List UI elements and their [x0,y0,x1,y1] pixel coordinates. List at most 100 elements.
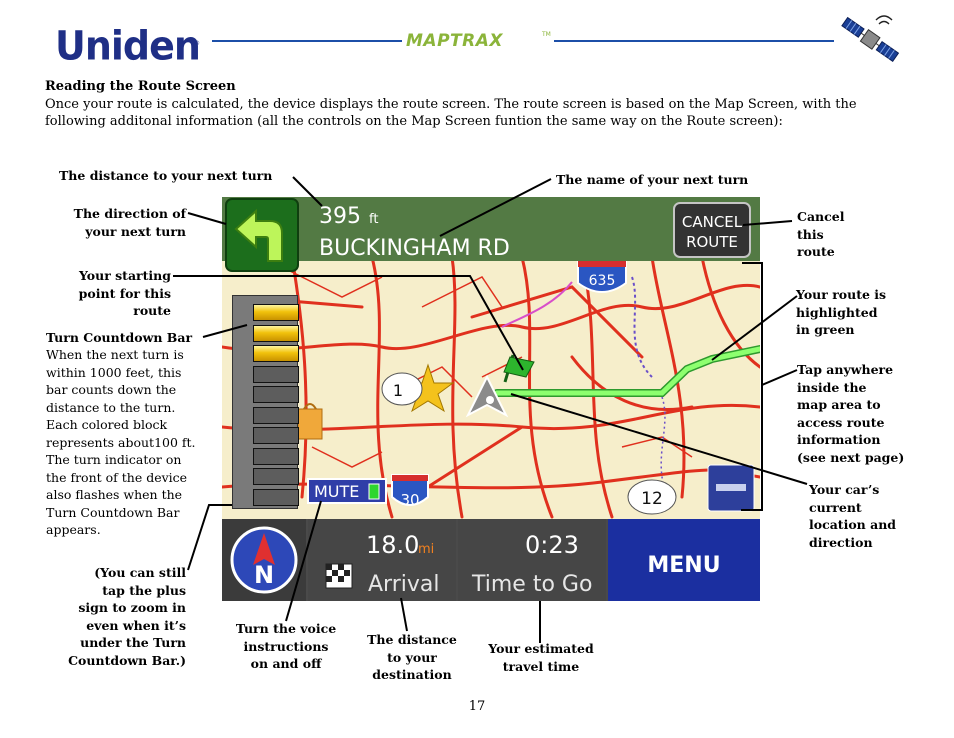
callout-tap-map: Tap anywhere inside the map area to acce… [797,361,904,466]
turn-left-arrow-icon [234,208,283,262]
tap-map-line: (see next page) [797,449,905,465]
svg-text:Time to Go: Time to Go [471,572,592,597]
callout-countdown-body: When the next turn is within 1000 feet, … [46,346,196,539]
countdown-body-line: The turn indicator on [46,452,182,467]
countdown-block [253,447,299,465]
shopping-bag-icon [297,403,323,440]
callout-plus-sign: (You can still tap the plus sign to zoom… [40,564,186,669]
callout-start-line: route [133,303,171,318]
countdown-block [253,488,299,506]
svg-text:MUTE: MUTE [314,482,359,501]
header-rule-left [212,40,402,42]
callout-cancel-line: route [797,244,835,259]
callout-direction-line: your next turn [85,223,186,239]
callout-distance-next-turn: The distance to your next turn [59,168,273,183]
countdown-body-line: the front of the device [46,469,188,485]
menu-button[interactable]: MENU [608,519,760,601]
voice-line: instructions [243,638,329,654]
callout-route-line: in green [796,322,855,337]
countdown-body-line: within 1000 feet, this [46,364,182,380]
dest-distance-line: destination [372,667,452,682]
car-position-icon [465,374,509,418]
svg-text:0:23: 0:23 [525,531,579,559]
plus-sign-line: even when it’s [86,617,186,633]
svg-text:N: N [254,561,274,589]
satellite-icon [841,15,900,62]
svg-text:1: 1 [393,381,403,400]
time-to-go-panel: 0:23 Time to Go [458,519,606,601]
countdown-block [253,406,299,424]
countdown-block [253,386,299,403]
mute-button[interactable]: MUTE [307,478,387,504]
dest-distance-line: to your [387,649,437,665]
callout-name-next-turn: The name of your next turn [556,172,749,187]
uniden-logo: Uniden [55,22,201,70]
plus-sign-line: tap the plus [102,582,186,598]
tap-map-line: Tap anywhere [797,362,894,377]
car-location-line: Your car’s [809,482,880,497]
plus-sign-line: sign to zoom in [78,600,186,615]
tap-map-line: information [797,432,881,447]
countdown-body-line: When the next turn is [46,347,184,362]
turn-countdown-bar[interactable] [232,295,299,509]
countdown-block [253,304,299,321]
callout-route-line: Your route is [796,287,887,302]
compass-button[interactable]: N [222,519,306,601]
road-shield-635: 635 [577,260,627,293]
countdown-body-line: represents about100 ft. [46,434,196,450]
svg-text:mi: mi [418,542,434,557]
callout-cancel-line: this [797,226,824,242]
countdown-block [253,427,299,444]
road-shield-12: 12 [627,479,677,515]
distance-next-turn-value: 395 [319,204,361,229]
countdown-body-line: distance to the turn. [46,399,176,415]
callout-start-line: point for this [78,285,171,301]
callout-starting-point: Your starting point for this route [40,267,171,320]
countdown-body-line: appears. [46,522,101,537]
zoom-out-button[interactable] [707,464,755,512]
svg-text:30: 30 [400,491,419,509]
voice-line: Turn the voice [235,621,337,636]
callout-destination-distance: The distance to your destination [356,631,468,684]
callout-voice: Turn the voice instructions on and off [226,620,346,673]
svg-text:12: 12 [641,489,663,509]
countdown-body-line: Each colored block [46,417,168,432]
plus-sign-line: Countdown Bar.) [68,652,186,668]
checkered-flag-icon [325,563,353,589]
car-location-line: direction [809,534,873,550]
countdown-block [253,365,299,383]
section-title: Reading the Route Screen [45,79,236,94]
callout-travel-time: Your estimated travel time [476,640,606,675]
distance-next-turn-unit: ft [369,212,378,227]
destination-distance-panel: 18.0 mi Arrival [308,519,456,601]
registered-mark: ® [194,40,200,47]
car-location-line: location and [809,517,897,532]
callout-cancel: Cancel this route [797,208,844,261]
svg-text:Arrival: Arrival [368,572,439,597]
svg-text:18.0: 18.0 [366,531,419,559]
callout-direction: The direction of your next turn [40,205,186,240]
callout-route-line: highlighted [796,304,878,320]
tap-map-line: inside the [797,379,867,395]
travel-time-line: travel time [502,658,580,674]
turn-banner [222,197,760,261]
callout-start-line: Your starting [78,268,171,283]
plus-sign-line: (You can still [94,565,186,580]
plus-sign-line: under the Turn [80,635,186,650]
cancel-route-button[interactable]: CANCEL ROUTE [673,202,751,258]
turn-direction-button[interactable] [225,198,299,272]
start-flag-icon [503,354,535,383]
callout-countdown-title: Turn Countdown Bar [46,330,193,345]
car-location-line: current [809,499,862,515]
callout-cancel-line: Cancel [797,209,845,224]
page-number: 17 [468,699,486,714]
svg-text:CANCEL: CANCEL [682,213,743,231]
countdown-block [253,324,299,342]
travel-time-line: Your estimated [488,641,594,656]
countdown-body-line: Turn Countdown Bar [46,504,180,520]
svg-text:ROUTE: ROUTE [686,233,738,251]
callout-car-location: Your car’s current location and directio… [809,481,896,551]
callout-direction-line: The direction of [73,206,186,221]
dest-distance-line: The distance [367,632,457,647]
countdown-block [253,468,299,485]
